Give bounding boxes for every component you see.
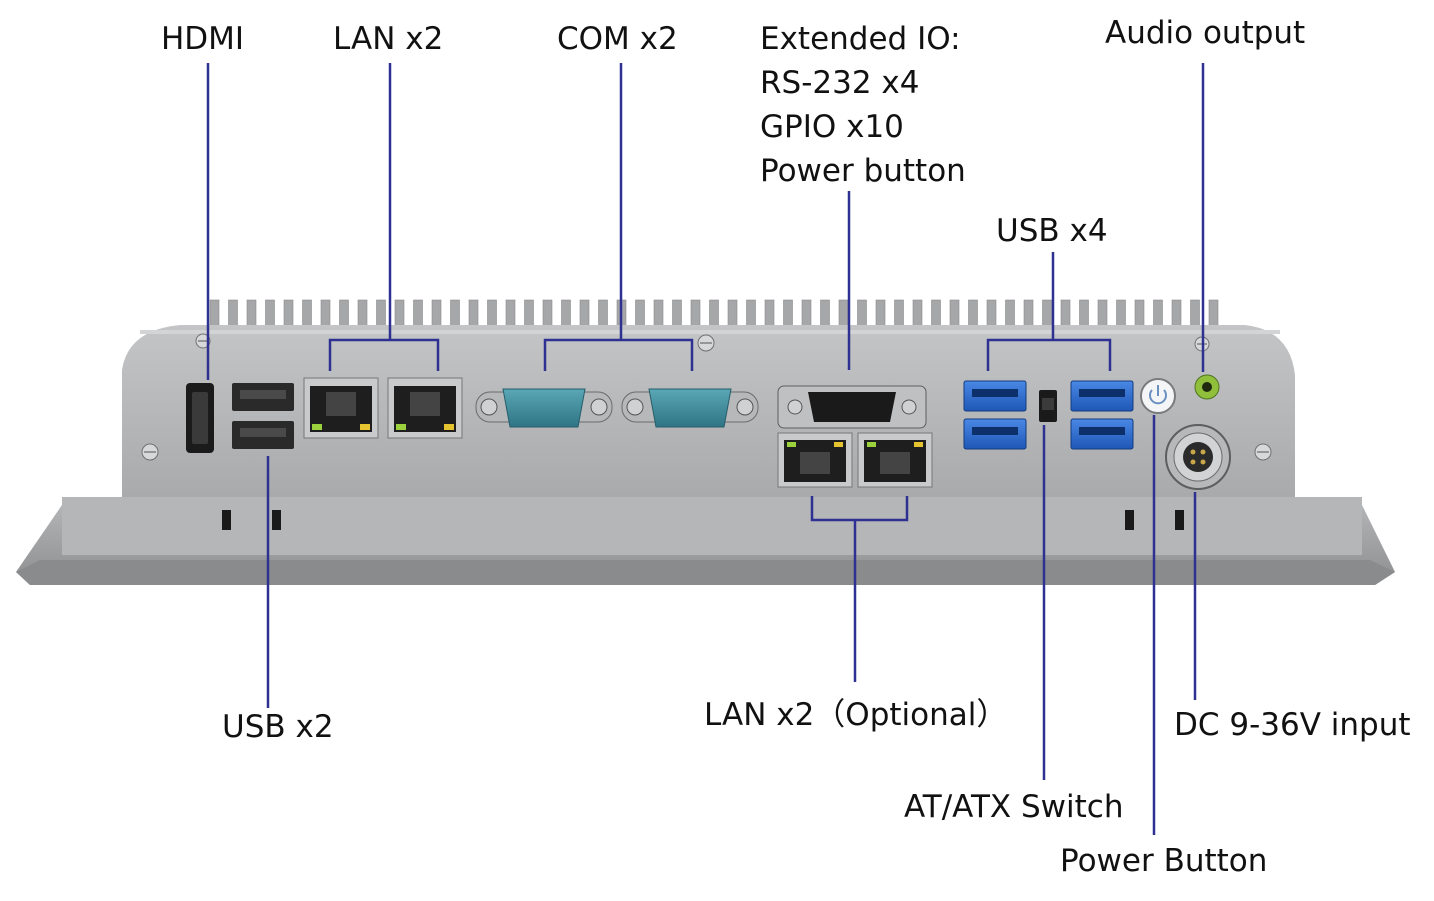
label-lan-top: LAN x2 — [333, 21, 444, 57]
power-button — [1140, 378, 1176, 414]
hdmi-port — [186, 383, 214, 453]
label-audio-output: Audio output — [1105, 15, 1306, 51]
label-extended-io-title: Extended IO: — [760, 21, 961, 57]
leader-lines — [206, 63, 1205, 835]
label-com: COM x2 — [557, 21, 678, 57]
com-port-pair — [475, 388, 759, 428]
label-extended-io-power: Power button — [760, 153, 966, 189]
label-hdmi: HDMI — [161, 21, 245, 57]
leader-lan-top-bracket — [328, 338, 440, 371]
lan-port-pair-top — [303, 377, 463, 439]
screw-icon — [697, 334, 715, 352]
leader-com-bracket — [543, 338, 694, 371]
screw-icon — [141, 443, 159, 461]
label-usb-x2: USB x2 — [222, 709, 334, 745]
screws — [141, 333, 1272, 461]
usb-port-group-right — [963, 380, 1134, 450]
dc-input-connector — [1165, 424, 1231, 490]
heatsink-fins — [209, 299, 1219, 331]
label-dc-input: DC 9-36V input — [1174, 707, 1411, 743]
audio-jack — [1194, 374, 1220, 400]
lan-port-pair-optional — [777, 432, 933, 488]
label-extended-io-gpio: GPIO x10 — [760, 109, 904, 145]
screw-icon — [195, 333, 211, 349]
label-lan-optional: LAN x2（Optional） — [704, 697, 1008, 733]
label-extended-io-rs232: RS-232 x4 — [760, 65, 920, 101]
usb-port-pair-left — [232, 383, 294, 449]
extended-io-connector — [777, 385, 927, 429]
label-at-atx-switch: AT/ATX Switch — [904, 789, 1124, 825]
front-bezel — [16, 497, 1395, 585]
label-usb-x4: USB x4 — [996, 213, 1108, 249]
power-icon — [1149, 385, 1167, 405]
leader-usb-x4-bracket — [986, 338, 1112, 371]
leader-lan-optional-bracket — [810, 496, 909, 522]
at-atx-switch — [1039, 390, 1057, 422]
screw-icon — [1254, 443, 1272, 461]
label-power-button: Power Button — [1060, 843, 1268, 879]
